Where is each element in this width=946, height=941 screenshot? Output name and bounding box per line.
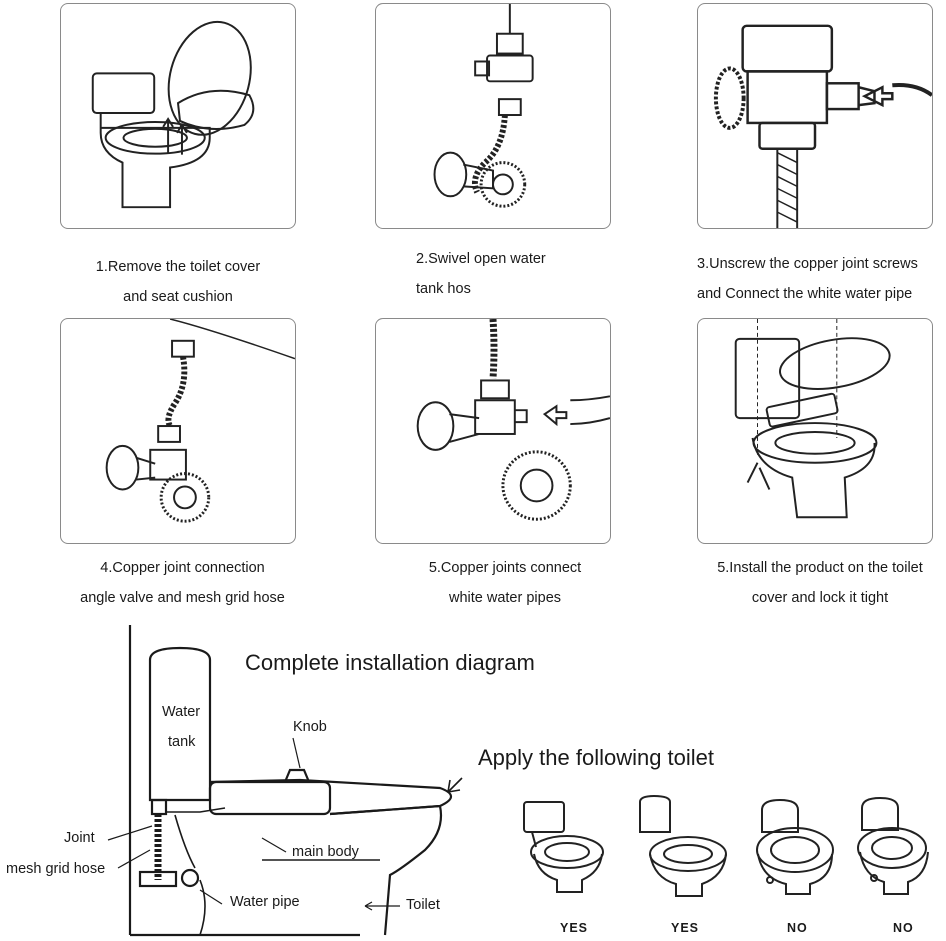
toilet-type-3 (740, 792, 850, 902)
step-5-caption-line2: white water pipes (448, 590, 562, 606)
step-6-illustration (697, 318, 933, 544)
label-water-tank-line2: tank (168, 734, 196, 750)
water-tank-shape (148, 646, 212, 802)
step-6-caption-line2: cover and lock it tight (751, 590, 889, 606)
white-pipe-connection-icon (416, 319, 610, 521)
step-4-caption: 4.Copper joint connection angle valve an… (60, 553, 305, 613)
knob-shape (283, 768, 311, 783)
step-6-caption: 5.Install the product on the toilet cove… (697, 553, 943, 613)
one-piece-toilet-icon (639, 794, 727, 897)
label-mesh-grid-hose: mesh grid hose (6, 861, 106, 877)
step-1-caption-line2: and seat cushion (123, 289, 233, 305)
step-4-caption-line2: angle valve and mesh grid hose (80, 590, 285, 606)
step-2-caption-line1: 2.Swivel open water (416, 251, 546, 267)
step-3-caption-line1: 3.Unscrew the copper joint screws (697, 256, 918, 272)
copper-joint-closeup-icon (713, 24, 932, 228)
step-6-caption-line1: 5.Install the product on the toilet (717, 560, 923, 576)
step-2-caption-line2: tank hos (416, 281, 471, 297)
verdict-4: NO (893, 921, 914, 935)
toilet-type-2 (630, 792, 740, 902)
verdict-3: NO (787, 921, 808, 935)
step-2-caption: 2.Swivel open water tank hos (416, 244, 546, 304)
toilet-type-1 (512, 792, 622, 902)
toilet-type-4 (842, 792, 946, 902)
label-knob: Knob (293, 719, 327, 735)
installed-bidet-toilet-icon (734, 319, 891, 519)
step-5-caption: 5.Copper joints connect white water pipe… (375, 553, 635, 613)
step-3-illustration (697, 3, 933, 229)
label-toilet: Toilet (406, 897, 440, 913)
step-1-caption: 1.Remove the toilet cover and seat cushi… (60, 252, 296, 312)
verdict-2: YES (671, 921, 700, 935)
step-5-caption-line1: 5.Copper joints connect (428, 560, 582, 576)
step-5-illustration (375, 318, 611, 544)
step-3-caption: 3.Unscrew the copper joint screws and Co… (697, 249, 918, 309)
two-piece-toilet-icon (523, 801, 604, 893)
label-main-body: main body (292, 844, 359, 860)
mesh-hose-valve-icon (105, 319, 295, 523)
label-joint: Joint (64, 830, 95, 846)
compatibility-title: Apply the following toilet (478, 745, 715, 770)
compact-toilet-icon (857, 796, 929, 895)
toilet-bowl-shape (329, 804, 443, 936)
step-3-caption-line2: and Connect the white water pipe (697, 286, 913, 302)
step-1-illustration (60, 3, 296, 229)
step-4-illustration (60, 318, 296, 544)
installation-diagram (107, 625, 463, 937)
step-4-caption-line1: 4.Copper joint connection (100, 560, 265, 576)
wall-hung-toilet-icon (756, 798, 834, 895)
bidet-main-body-shape (208, 780, 332, 816)
angle-valve-hose-icon (433, 4, 534, 208)
toilet-remove-seat-icon (91, 20, 255, 209)
step-2-illustration (375, 3, 611, 229)
step-1-caption-line1: 1.Remove the toilet cover (95, 259, 261, 275)
verdict-1: YES (560, 921, 589, 935)
installation-diagram-title: Complete installation diagram (245, 650, 535, 675)
label-water-pipe: Water pipe (230, 894, 300, 910)
label-water-tank-line1: Water (162, 704, 201, 720)
